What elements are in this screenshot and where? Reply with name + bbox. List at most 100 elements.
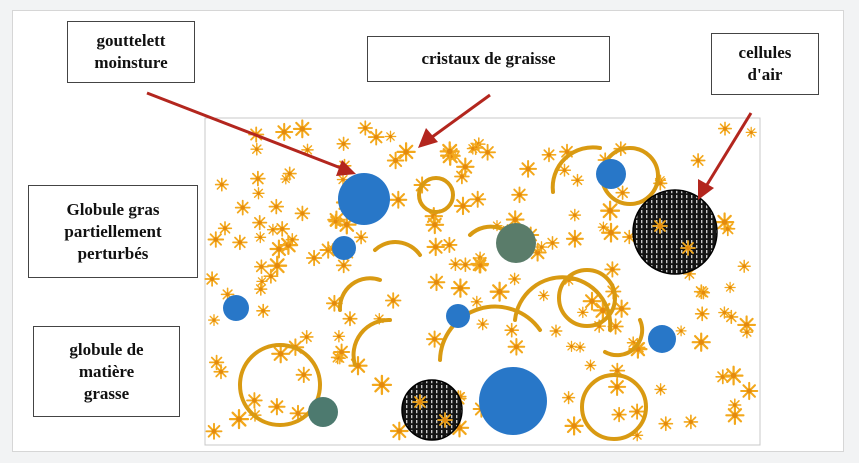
label-globule-matiere: globule de matière grasse — [33, 326, 180, 417]
fat-crystal — [384, 292, 402, 309]
arrow-gouttelette — [146, 91, 347, 172]
fat-crystal — [295, 366, 313, 384]
fat-crystal — [745, 126, 757, 139]
fat-crystal — [611, 406, 627, 423]
fat-crystal — [204, 271, 220, 287]
fat-crystal — [476, 317, 489, 331]
arrow-cristaux-head — [418, 128, 438, 148]
fat-crystal — [519, 159, 538, 178]
water-droplet — [648, 325, 676, 353]
fat-crystal — [489, 281, 510, 302]
fat-crystal — [615, 185, 630, 200]
fat-globule — [557, 268, 617, 328]
label-cristaux: cristaux de graisse — [367, 36, 610, 82]
air-cells — [401, 189, 718, 441]
fat-crystal — [454, 168, 470, 185]
fat-crystal — [250, 142, 264, 156]
fat-crystal — [425, 330, 444, 348]
fat-crystal — [740, 381, 759, 401]
fat-crystal — [466, 142, 479, 155]
fat-crystal — [724, 281, 736, 294]
fat-crystal — [696, 285, 711, 300]
water-droplet — [479, 367, 547, 435]
fat-crystal — [425, 215, 445, 235]
fat-crystal — [254, 259, 269, 275]
water-droplet — [446, 304, 470, 328]
fat-crystal — [541, 147, 557, 163]
fat-crystal — [354, 230, 369, 245]
fat-crystal — [207, 231, 225, 248]
fat-crystal — [333, 343, 351, 361]
fat-crystal — [723, 365, 744, 386]
fat-crystal — [214, 177, 229, 192]
fat-globule — [238, 343, 322, 427]
pointer-arrows — [146, 91, 753, 200]
fat-crystal — [357, 120, 373, 136]
label-cellules: cellules d'air — [711, 33, 819, 95]
fat-crystal — [256, 275, 268, 288]
arrow-cellules-head — [698, 179, 714, 200]
fat-crystal — [690, 153, 706, 168]
water-droplet — [496, 223, 536, 263]
fat-crystal — [254, 231, 267, 244]
fat-crystal — [250, 170, 266, 187]
water-droplet — [223, 295, 249, 321]
fat-globule — [580, 373, 648, 441]
air-cell — [632, 189, 718, 275]
fat-crystal — [584, 359, 597, 372]
fat-crystal — [232, 234, 248, 251]
partial-fat-globule — [351, 317, 392, 367]
fat-crystal — [597, 221, 610, 233]
fat-crystal — [717, 121, 733, 136]
fat-crystal — [472, 257, 489, 274]
fat-crystal — [205, 422, 223, 440]
fat-crystal — [571, 173, 584, 187]
partial-fat-globule — [337, 276, 382, 312]
fat-crystal — [386, 151, 405, 170]
label-gouttelette: gouttelett moinsture — [67, 21, 195, 83]
fat-crystal — [285, 232, 300, 247]
fat-crystal — [568, 208, 582, 222]
fat-crystal — [608, 377, 627, 396]
fat-crystal — [396, 142, 416, 162]
fat-crystal — [574, 341, 586, 353]
fat-crystal — [252, 215, 268, 231]
arrow-cellules — [703, 112, 753, 189]
fat-crystal — [328, 214, 343, 229]
fat-crystal — [714, 212, 735, 232]
fat-globules — [238, 145, 660, 441]
fat-crystal — [691, 332, 711, 352]
fat-crystal — [565, 229, 584, 248]
fat-crystal — [693, 284, 709, 300]
fat-crystal — [335, 257, 352, 274]
water-droplet — [308, 397, 338, 427]
partial-fat-globule — [438, 304, 542, 362]
fat-crystal — [389, 190, 408, 209]
fat-crystal — [535, 241, 548, 254]
fat-crystal — [654, 383, 667, 396]
fat-crystal — [628, 403, 646, 420]
fat-crystal — [332, 330, 346, 343]
partial-fat-globule — [550, 145, 602, 194]
fat-crystal — [268, 198, 285, 215]
fat-crystal — [275, 122, 294, 142]
fat-crystal — [600, 200, 621, 221]
fat-crystal — [274, 220, 291, 237]
water-droplet — [332, 236, 356, 260]
fat-crystal — [271, 344, 291, 364]
fat-crystal — [718, 306, 731, 319]
fat-crystal — [537, 289, 550, 302]
fat-crystal — [234, 199, 251, 216]
water-droplets — [223, 159, 676, 435]
fat-crystal — [577, 306, 589, 319]
fat-crystal — [507, 337, 526, 356]
fat-crystal — [299, 329, 314, 344]
fat-crystal — [453, 196, 473, 216]
fat-crystal — [728, 398, 742, 412]
fat-crystal — [426, 237, 445, 257]
fat-crystal — [427, 273, 446, 292]
fat-crystal — [389, 421, 409, 441]
fat-crystal — [292, 119, 312, 139]
fat-crystal — [508, 272, 521, 286]
